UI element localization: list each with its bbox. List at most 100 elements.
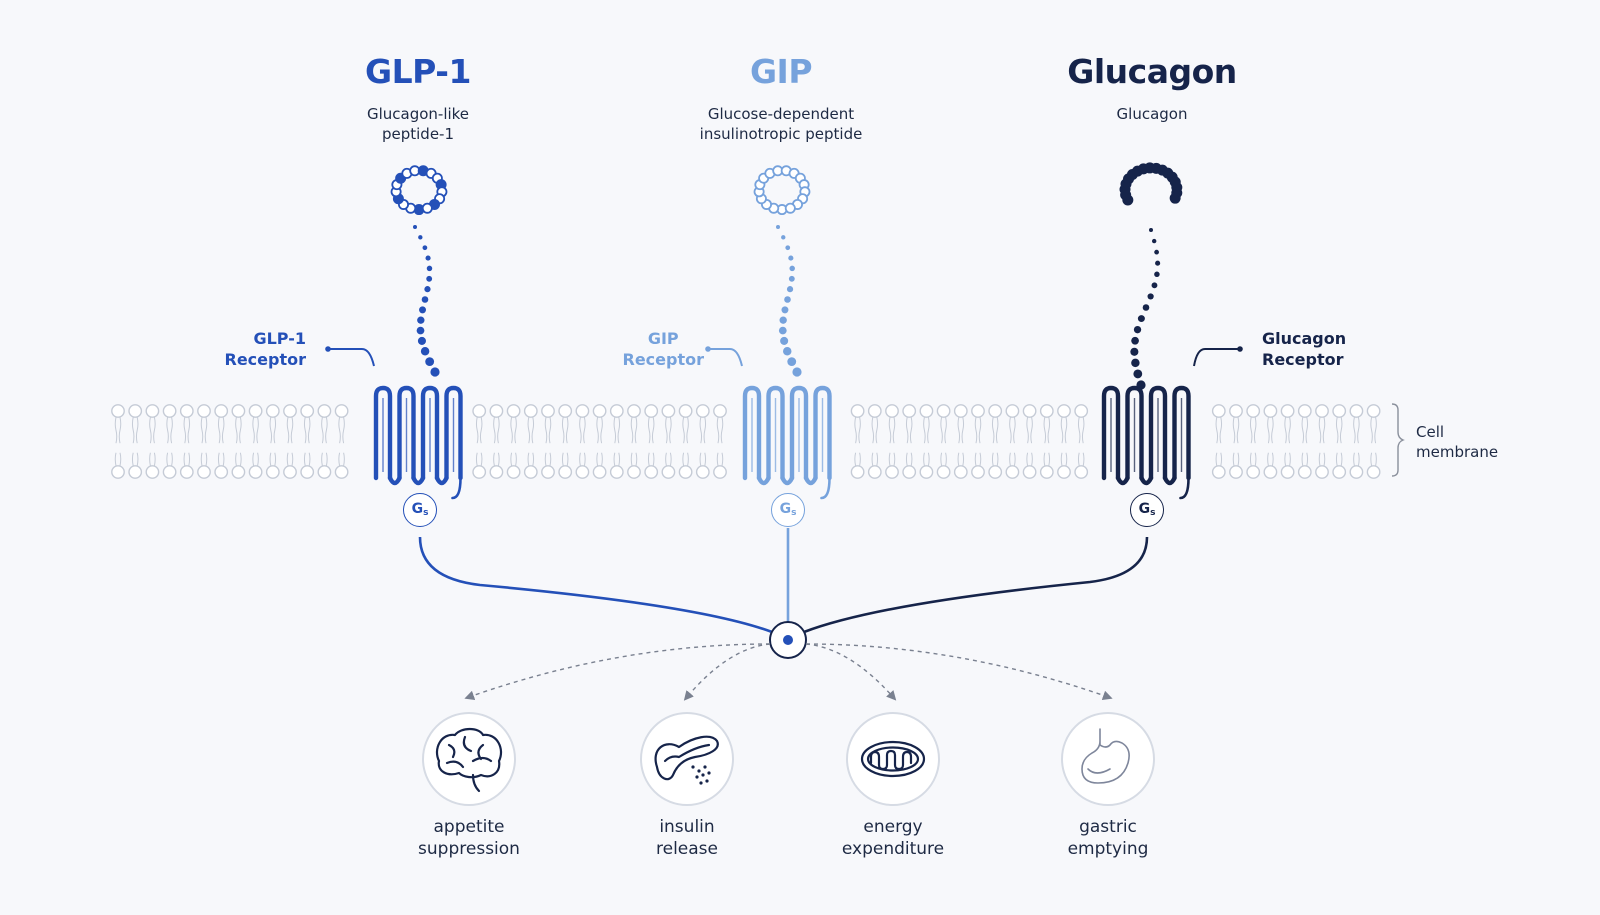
lipid-tail [291,452,294,466]
lipid-tail [1353,417,1356,444]
lipid-tail [858,417,861,444]
lipid-tail [871,417,875,444]
lipid-head [231,404,246,418]
lipid-tail [200,452,203,466]
lipid-tail [1353,452,1355,466]
effect-gastric [1061,712,1155,806]
gs-protein-gip: Gs [771,493,805,527]
lipid-tail [876,452,879,466]
lipid-head [644,465,659,479]
lipid-tail [1215,452,1218,466]
lipid-tail [321,417,324,444]
lipid-tail [940,452,943,466]
lipid-head [575,465,590,479]
lipid-tail [1301,452,1304,466]
tail-dot [424,286,431,293]
receptor-glp1 [373,385,463,500]
mitochondria-icon [860,740,926,778]
lipid-tail [905,417,909,444]
effect-energy [846,712,940,806]
lipid-tail [687,452,689,466]
lipid-tail [962,452,965,466]
lipid-tail [1237,452,1240,466]
lipid-tail [510,417,513,444]
lipid-head [627,465,641,479]
tail-dot [784,296,791,303]
mito-cristae [869,749,913,771]
tail-dot [1133,369,1143,379]
receptor-glucagon [1101,385,1191,500]
lipid-head [283,404,297,418]
lipid-tail [222,452,225,466]
lipid-tail [630,452,633,466]
lipid-tail [239,452,242,466]
helix-loop [813,385,832,481]
helix-loop [789,385,809,481]
arrow-effect-gastric [805,643,1113,701]
tail-dot [788,275,795,282]
tail-dot [417,336,426,345]
lipid-tail [527,452,530,466]
tail-dot [422,245,428,251]
title-gip: GIP [749,52,813,91]
lipid-head [1263,404,1278,418]
lipid-tail [1047,417,1051,444]
tail-dot [1155,260,1161,266]
insulin-dot [697,769,701,773]
lipid-head [523,404,538,418]
lipid-head [1297,404,1312,418]
lipid-head [1263,465,1278,479]
tail-dot [779,316,787,324]
insulin-dot [691,765,695,769]
lipid-tail [221,417,225,444]
lipid-head [850,404,865,418]
lipid-tail [1267,452,1269,466]
lipid-head [592,465,607,479]
tail-dot [421,296,429,303]
lipid-head [541,404,555,418]
lipid-tail [909,417,913,444]
lipid-head [472,465,487,479]
lipid-tail [1305,417,1309,444]
lipid-tail [923,417,926,444]
lipid-tail [1232,452,1235,466]
lipid-tail [290,417,294,444]
lipid-tail [544,452,547,466]
tail-dot [430,367,440,377]
lipid-tail [665,452,667,466]
gs-protein-glucagon: Gs [1130,493,1164,527]
lipid-tail [200,417,204,444]
lipid-tail [940,417,943,444]
lipid-head [1039,404,1054,418]
receptor-label-gip: GIP Receptor [622,329,705,369]
lipid-tail [217,417,221,444]
lipid-head [1211,465,1226,479]
lipid-tail [1249,452,1252,466]
lipid-tail [716,417,720,444]
effect-label-energy: energy expenditure [841,817,945,859]
arrow-effect-appetite [464,643,771,700]
lipid-tail [1284,452,1287,466]
signal-connectors [418,528,1149,634]
tail-dot [1133,325,1142,334]
lipid-tail [1236,417,1240,444]
lipid-head [1005,404,1020,418]
lipid-tail [1232,417,1236,444]
lipid-tail [497,452,500,466]
lipid-head [1280,404,1295,418]
lipid-head [1057,404,1071,418]
lipid-tail [583,417,586,444]
lipid-tail [630,417,634,444]
lipid-tail [1013,417,1016,444]
lipid-tail [1267,417,1270,444]
title-glp1: GLP-1 [365,52,471,91]
lipid-head [334,404,349,418]
lipid-tail [995,417,999,444]
lipid-tail [239,417,242,444]
lipid-tail [669,417,672,444]
lipid-tail [1301,417,1305,444]
effect-circle [1061,712,1155,806]
lipid-tail [1026,452,1029,466]
lipid-head [317,404,332,418]
